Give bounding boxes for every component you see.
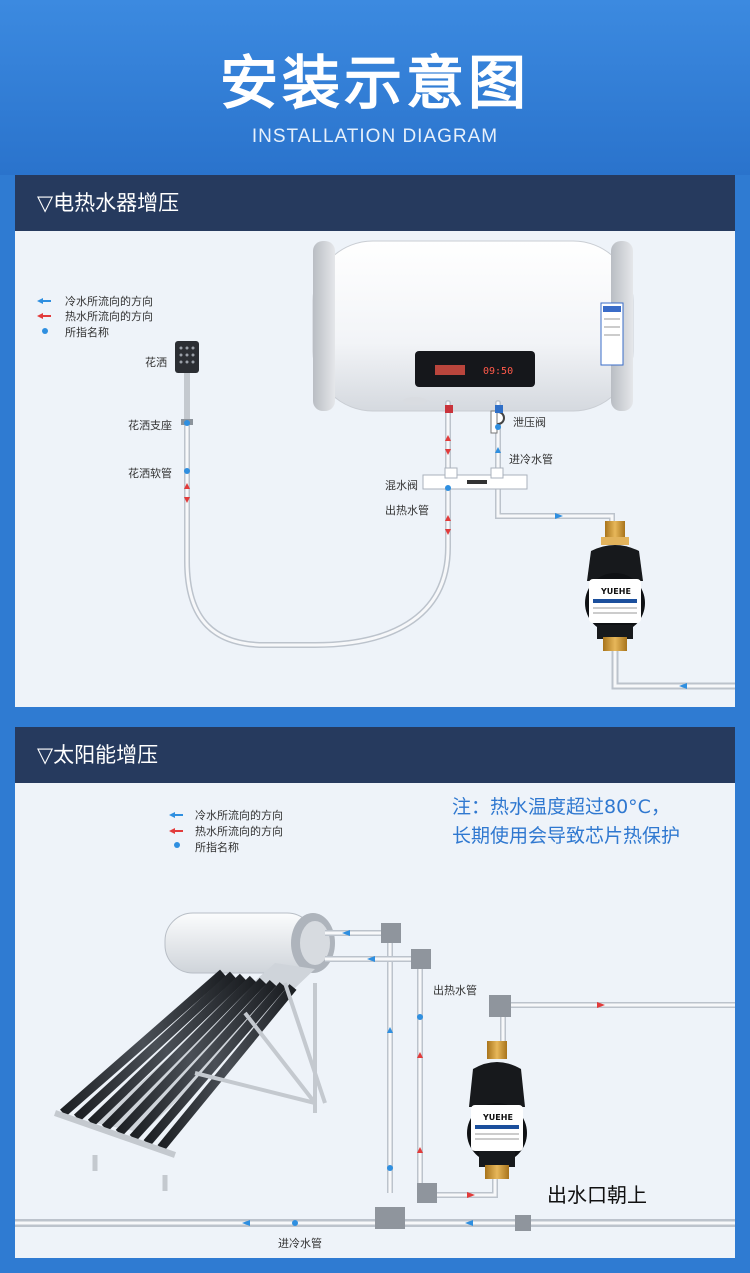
cold-flow-arrows (242, 930, 473, 1226)
solar-diagram: YUEHE (15, 783, 735, 1258)
name-dots (184, 420, 501, 491)
header-banner: 安装示意图 INSTALLATION DIAGRAM (0, 0, 750, 175)
water-heater-tank: 09:50 (312, 240, 634, 412)
legend-icons (37, 298, 51, 334)
section-title: ▽太阳能增压 (15, 727, 735, 783)
label-shower-head: 花洒 (145, 356, 167, 369)
warning-note-line1: 注：热水温度超过80°C， (452, 796, 670, 818)
label-cold-inlet: 进冷水管 (509, 453, 553, 466)
legend-hot: 热水所流向的方向 (195, 825, 283, 838)
label-relief-valve: 泄压阀 (513, 416, 546, 429)
pump-brand: YUEHE (482, 1113, 513, 1122)
name-dots (292, 1014, 423, 1226)
label-hot-outlet: 出热水管 (385, 504, 429, 517)
solar-drawing: YUEHE (15, 812, 735, 1231)
page-subtitle: INSTALLATION DIAGRAM (251, 126, 499, 147)
legend-name: 所指名称 (65, 326, 109, 339)
legend-icons (169, 812, 183, 848)
booster-pump: YUEHE (467, 1041, 527, 1179)
cold-flow-arrows (495, 447, 687, 689)
hot-flow-arrows (184, 435, 451, 535)
solar-water-heater (54, 912, 335, 1191)
return-pipe (325, 930, 393, 1193)
shower-head (175, 341, 199, 425)
legend-cold: 冷水所流向的方向 (65, 295, 153, 308)
hot-flow-arrows (417, 1002, 605, 1198)
pump-brand: YUEHE (600, 587, 631, 596)
shower-hose-pipe (184, 400, 451, 648)
label-shower-hose: 花洒软管 (128, 467, 172, 480)
section-title: ▽电热水器增压 (15, 175, 735, 231)
vacuum-tubes (60, 969, 297, 1151)
section-solar: ▽太阳能增压 (15, 727, 735, 1258)
legend-hot: 热水所流向的方向 (65, 310, 153, 323)
legend-name: 所指名称 (195, 841, 239, 854)
label-outlet-up: 出水口朝上 (547, 1183, 647, 1207)
section-water-heater: ▽电热水器增压 09:50 (15, 175, 735, 707)
label-mixing-valve: 混水阀 (385, 479, 418, 492)
water-heater-diagram: 09:50 (15, 231, 735, 707)
label-hot-outlet: 出热水管 (433, 984, 477, 997)
warning-note-line2: 长期使用会导致芯片热保护 (452, 825, 681, 847)
cold-inlet-pipe (611, 645, 735, 690)
legend-cold: 冷水所流向的方向 (195, 809, 283, 822)
label-shower-holder: 花洒支座 (128, 419, 172, 432)
page-title: 安装示意图 (219, 49, 530, 117)
booster-pump: YUEHE (585, 521, 645, 651)
water-heater-drawing: 09:50 (37, 240, 735, 690)
label-cold-inlet: 进冷水管 (278, 1237, 322, 1250)
heater-display: 09:50 (483, 366, 513, 377)
